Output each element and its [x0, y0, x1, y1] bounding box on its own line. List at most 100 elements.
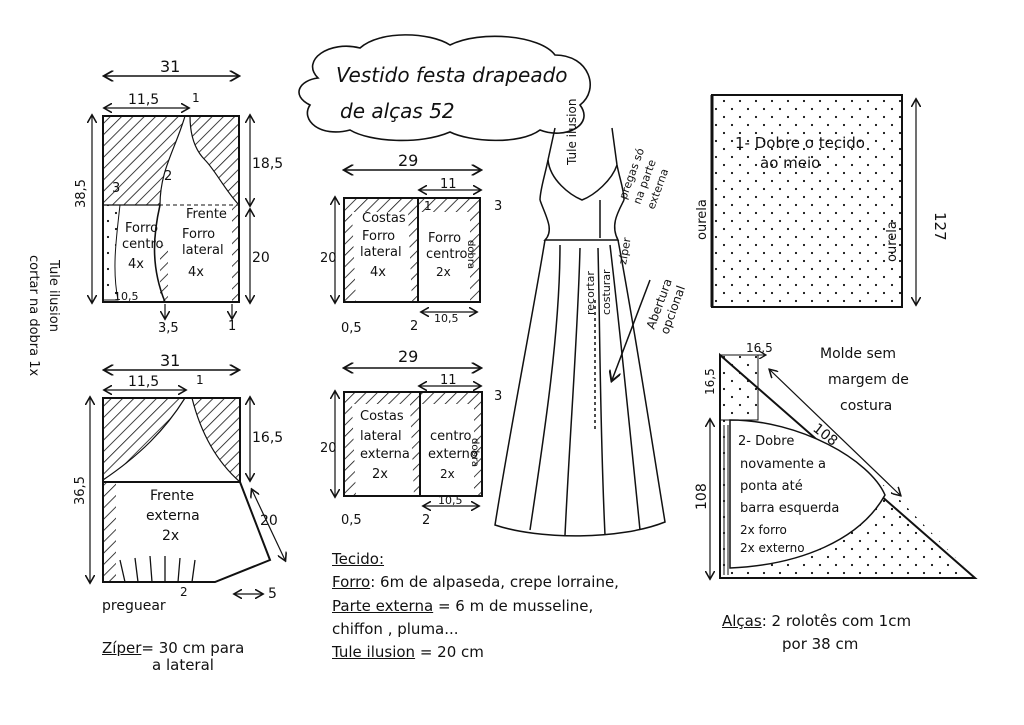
- dim-left: 108: [694, 483, 710, 510]
- zipper-note: Zíper= 30 cm para a lateral: [102, 639, 245, 675]
- dim-165a: 16,5: [746, 341, 773, 355]
- dim-20: 20: [320, 251, 337, 266]
- back-lining-pattern: 29 11 3 1 20 0,5 2 10,5 Costas Forro lat…: [320, 151, 502, 336]
- dim-2: 2: [164, 169, 172, 184]
- fabric-line-4: Tule ilusion = 20 cm: [332, 641, 619, 664]
- mark-top: 1: [192, 91, 200, 105]
- label-right-1: Frente: [186, 207, 227, 222]
- title-line1: Vestido festa drapeado: [336, 63, 568, 87]
- label-left-3: 4x: [128, 257, 144, 272]
- fabric-line-1-label: Forro: [332, 573, 371, 592]
- fabric-line-1: Forro: 6m de alpaseda, crepe lorraine,: [332, 571, 619, 594]
- left-label-3: lateral: [360, 245, 402, 260]
- triangle-note-1: Molde sem: [820, 346, 896, 362]
- right-label-3: 2x: [440, 467, 455, 481]
- triangle-text-6: 2x externo: [740, 541, 805, 555]
- side-note-2: cortar na dobra 1x: [26, 255, 41, 376]
- zipper-line2: a lateral: [152, 656, 214, 675]
- fabric-line-3: chiffon , pluma...: [332, 618, 619, 641]
- dim-top: 11,5: [128, 374, 159, 390]
- fabric-note: Tecido: Forro: 6m de alpaseda, crepe lor…: [332, 548, 619, 664]
- dim-105: 10,5: [438, 494, 463, 507]
- dim-width: 31: [160, 57, 180, 76]
- selvage-right: ourela: [885, 221, 900, 262]
- dim-width: 31: [160, 351, 180, 370]
- label-right-4: 4x: [188, 265, 204, 280]
- dim-5: 5: [268, 586, 277, 602]
- left-label-4: 4x: [370, 265, 386, 280]
- dim-height: 36,5: [73, 476, 88, 505]
- left-label-1: Costas: [362, 211, 406, 226]
- triangle-text-5: 2x forro: [740, 523, 787, 537]
- dress-cut: recortar: [584, 271, 597, 315]
- triangle-text-2: novamente a: [740, 457, 826, 472]
- label-left-1: Forro: [125, 221, 158, 236]
- dim-height: 38,5: [74, 179, 89, 208]
- fold-text-2: ao meio: [760, 154, 820, 172]
- fold-text-1: 1- Dobre o tecido: [735, 134, 865, 152]
- pleat-label: preguear: [102, 598, 166, 614]
- dim-right: 16,5: [252, 430, 283, 446]
- side-note-1: Tule ilusion: [46, 259, 61, 332]
- right-label-1: centro: [430, 429, 472, 444]
- dress-illustration: Tule ilusion pregas só na parte externa …: [494, 99, 688, 537]
- fabric-line-2: Parte externa = 6 m de musseline,: [332, 595, 619, 618]
- dress-sew: costurar: [600, 269, 613, 315]
- fabric-line-4-text: = 20 cm: [415, 643, 484, 661]
- right-label-1: Forro: [428, 231, 461, 246]
- dim-3: 3: [494, 389, 502, 404]
- straps-label: Alças: [722, 612, 762, 630]
- dim-width: 29: [398, 347, 418, 366]
- fold-dim: 127: [931, 212, 949, 241]
- dim-diag: 20: [260, 513, 278, 529]
- dim-05: 0,5: [341, 321, 362, 336]
- triangle-text-3: ponta até: [740, 479, 803, 494]
- title-cloud: Vestido festa drapeado de alças 52: [298, 34, 591, 142]
- left-label-4: 2x: [372, 467, 388, 482]
- dim-11: 11: [440, 177, 457, 192]
- dim-top: 11,5: [128, 92, 159, 108]
- mark-top: 1: [196, 373, 204, 387]
- front-outer-pattern: 31 11,5 1 36,5 16,5 20 2 5 Frente extern…: [73, 351, 285, 614]
- dim-bottom: 10,5: [114, 290, 139, 303]
- fabric-line-1-text: : 6m de alpaseda, crepe lorraine,: [370, 573, 619, 592]
- left-label-1: Costas: [360, 409, 404, 424]
- fabric-heading: Tecido:: [332, 550, 385, 568]
- dress-zipper: zíper: [616, 236, 634, 265]
- title-line2: de alças 52: [340, 99, 455, 123]
- dim-35: 3,5: [158, 321, 179, 336]
- dim-lower-right: 20: [252, 250, 270, 266]
- label-left-2: centro: [122, 237, 164, 252]
- dim-105: 10,5: [434, 312, 459, 325]
- fabric-line-2-label: Parte externa: [332, 596, 434, 615]
- label-right-2: Forro: [182, 227, 215, 242]
- dim-165b: 16,5: [703, 368, 717, 395]
- dim-2: 2: [410, 319, 418, 334]
- dim-05: 0,5: [341, 513, 362, 528]
- triangle-text-4: barra esquerda: [740, 501, 839, 516]
- label-2: externa: [146, 508, 200, 524]
- left-label-3: externa: [360, 447, 410, 462]
- label-3: 2x: [162, 528, 179, 544]
- fabric-line-2-text: = 6 m de musseline,: [433, 596, 594, 615]
- fabric-fold-diagram: 1- Dobre o tecido ao meio ourela ourela …: [695, 94, 949, 308]
- right-label-2: centro: [426, 247, 468, 262]
- triangle-note-2: margem de: [828, 372, 909, 388]
- triangle-note-3: costura: [840, 398, 892, 414]
- right-label-3: 2x: [436, 265, 451, 279]
- front-lining-pattern: 31 11,5 1 38,5 18,5 20 3 2 10,5 3,5 1 Fo…: [26, 57, 283, 376]
- dim-20: 20: [320, 441, 337, 456]
- straps-text: : 2 rolotês com 1cm: [761, 612, 912, 630]
- left-label-2: lateral: [360, 429, 402, 444]
- back-outer-pattern: 29 11 3 20 0,5 2 10,5 Costas lateral ext…: [320, 347, 502, 528]
- fold-label: dobra: [469, 438, 480, 467]
- zipper-text: = 30 cm para: [141, 639, 245, 657]
- dim-3: 3: [494, 199, 502, 214]
- dim-2: 2: [180, 585, 188, 599]
- label-1: Frente: [150, 488, 194, 504]
- fabric-line-3-text: chiffon , pluma...: [332, 619, 459, 638]
- dim-upper-right: 18,5: [252, 156, 283, 172]
- triangle-fold-diagram: Molde sem margem de costura 16,5 16,5 10…: [694, 341, 978, 578]
- label-right-3: lateral: [182, 243, 224, 258]
